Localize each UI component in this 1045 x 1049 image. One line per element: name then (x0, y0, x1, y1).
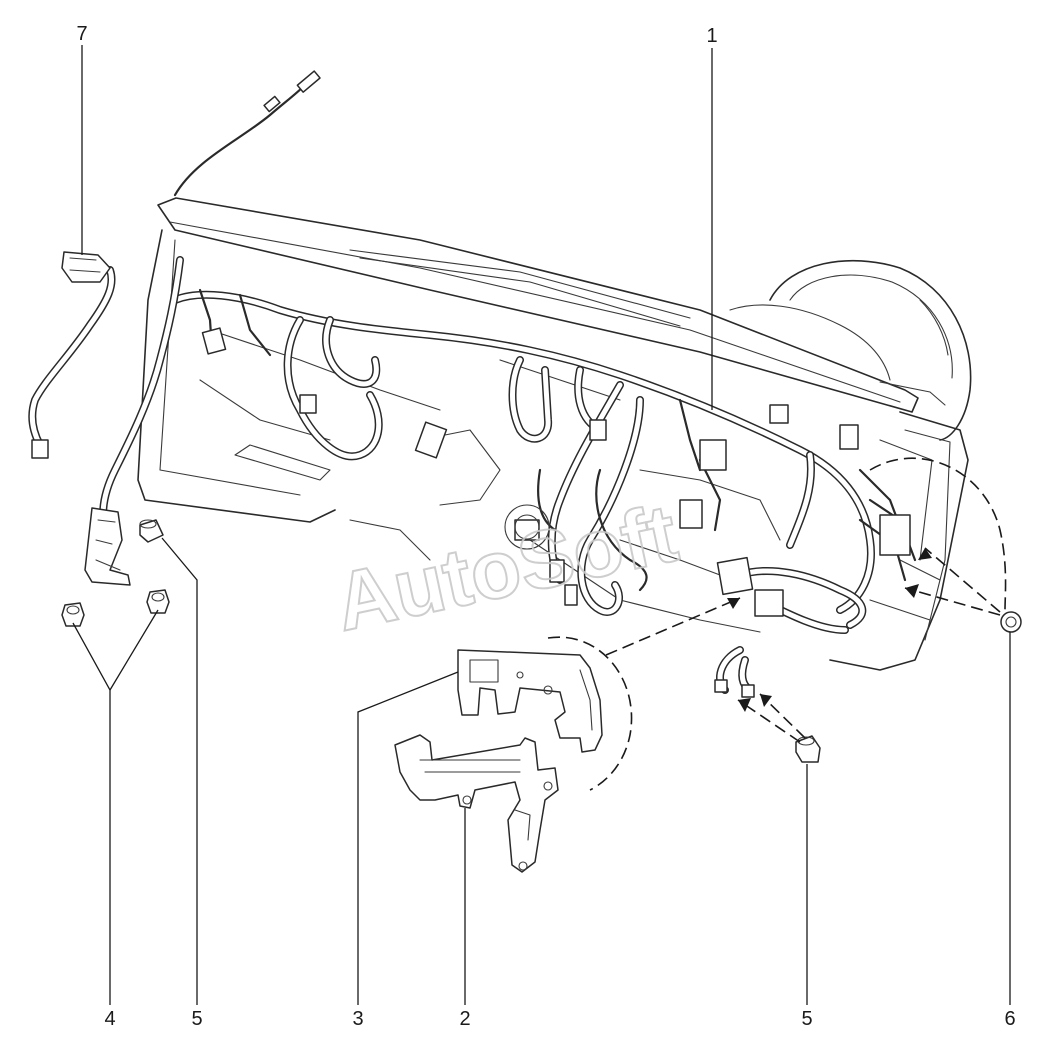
steering-wheel (729, 259, 972, 441)
dashed-arc-part-3 (547, 636, 633, 791)
assembly-lines (605, 547, 1001, 743)
callout-5-left: 5 (191, 1008, 202, 1030)
part-4-grommets (61, 589, 170, 627)
part-7-cable (28, 251, 116, 459)
watermark: AutoSoft (327, 488, 684, 649)
main-wiring-harness (99, 256, 917, 698)
left-connector-cluster (84, 507, 131, 586)
part-6-nut (1000, 611, 1022, 633)
callout-6: 6 (1004, 1008, 1015, 1030)
antenna-cable (173, 70, 321, 197)
callout-7: 7 (76, 23, 87, 45)
dashed-arc-part-6 (869, 457, 1007, 611)
callout-1: 1 (706, 25, 717, 47)
part-2-bracket (394, 734, 559, 873)
part-5-clip-left (139, 519, 164, 543)
part-5-clip-right (795, 735, 821, 763)
leader-lines (72, 45, 1011, 1005)
part-3-bracket (457, 649, 603, 753)
callout-5-right: 5 (801, 1008, 812, 1030)
callout-3: 3 (352, 1008, 363, 1030)
callout-2: 2 (459, 1008, 470, 1030)
callout-4: 4 (104, 1008, 115, 1030)
